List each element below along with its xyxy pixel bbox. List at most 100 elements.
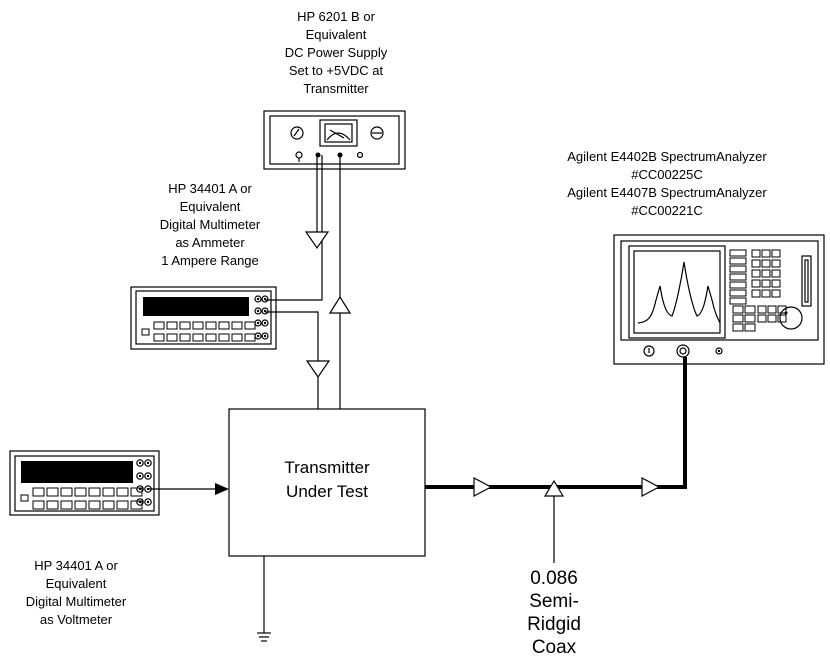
- sa-key: [771, 279, 781, 288]
- sa-numkey: [732, 314, 744, 323]
- jack-icon: [136, 472, 144, 480]
- right-triangle-marker-icon: [473, 477, 493, 497]
- spectrum-analyzer-screen: [628, 245, 726, 339]
- jack-icon: [136, 459, 144, 467]
- jack-icon: [261, 307, 269, 315]
- ammeter-button: [153, 333, 165, 342]
- power-supply-label-line-5: Transmitter: [303, 81, 369, 96]
- sa-key: [767, 314, 777, 323]
- sa-softkey: [729, 297, 747, 305]
- power-supply-terminal-1: [315, 152, 321, 158]
- jack-pin: [138, 474, 142, 478]
- transmitter-label-line-2: Under Test: [286, 482, 368, 501]
- jack-pin: [256, 297, 260, 301]
- jack-pin: [138, 461, 142, 465]
- coax-label: 0.086 Semi- Ridgid Coax: [527, 568, 581, 658]
- jack-pin: [138, 500, 142, 504]
- down-triangle-marker-icon: [305, 360, 331, 379]
- power-supply-label: HP 6201 B or Equivalent DC Power Supply …: [285, 9, 388, 96]
- sa-key: [757, 305, 767, 314]
- coax-label-line-2: Semi-: [529, 591, 579, 612]
- sa-softkey: [729, 273, 747, 281]
- jack-icon: [261, 295, 269, 303]
- ammeter-small-button: [141, 328, 150, 336]
- jack-icon: [254, 295, 262, 303]
- ammeter-button: [231, 333, 243, 342]
- sa-softkey: [729, 265, 747, 273]
- jack-pin: [146, 500, 150, 504]
- jack-icon: [144, 459, 152, 467]
- up-triangle-marker-icon: [543, 479, 565, 497]
- ps-to-ammeter-lead-b: [265, 155, 323, 301]
- ammeter-button: [218, 333, 230, 342]
- voltmeter-label: HP 34401 A or Equivalent Digital Multime…: [26, 558, 127, 627]
- power-supply-label-line-2: Equivalent: [306, 27, 367, 42]
- coax-label-line-3: Ridgid: [527, 614, 581, 635]
- spectrum-analyzer-label-line-3: Agilent E4407B SpectrumAnalyzer: [567, 185, 767, 200]
- power-supply: [263, 110, 406, 170]
- spectrum-analyzer-label-line-4: #CC00221C: [631, 203, 703, 218]
- spectrum-analyzer-aux-connector: [715, 347, 723, 355]
- jack-pin: [256, 309, 260, 313]
- sa-key: [771, 249, 781, 258]
- jack-icon: [144, 472, 152, 480]
- transmitter-under-test: Transmitter Under Test: [228, 408, 426, 557]
- power-supply-dial-right-icon: [370, 126, 384, 140]
- voltmeter-button: [116, 500, 129, 510]
- sa-numkey: [744, 323, 756, 332]
- jack-icon: [144, 498, 152, 506]
- voltmeter-button: [32, 500, 45, 510]
- ammeter-jacks: [254, 295, 269, 340]
- sa-key: [757, 314, 767, 323]
- voltmeter-small-button: [20, 494, 29, 502]
- sa-numkey: [744, 314, 756, 323]
- ammeter-button: [192, 333, 204, 342]
- voltmeter-button: [46, 500, 59, 510]
- power-supply-terminal-3: [356, 151, 364, 159]
- voltmeter-button: [116, 487, 129, 497]
- spectrum-analyzer: [613, 234, 825, 365]
- ammeter-button: [231, 321, 243, 330]
- jack-pin: [138, 487, 142, 491]
- jack-icon: [261, 332, 269, 340]
- jack-icon: [254, 307, 262, 315]
- spectrum-analyzer-label-line-2: #CC00225C: [631, 167, 703, 182]
- sa-key: [771, 289, 781, 298]
- sa-softkey: [729, 257, 747, 265]
- ammeter-button: [166, 333, 178, 342]
- power-supply-dial-left-icon: [290, 126, 304, 140]
- ammeter-button: [244, 321, 256, 330]
- ammeter-button: [179, 333, 191, 342]
- spectrum-analyzer-knob-icon: [779, 306, 803, 330]
- sa-key: [761, 269, 771, 278]
- spectrum-trace-icon: [637, 261, 721, 324]
- voltmeter-button: [32, 487, 45, 497]
- ammeter-label-line-3: Digital Multimeter: [160, 217, 261, 232]
- transmitter-box: [228, 408, 426, 557]
- sa-numkey: [744, 305, 756, 314]
- ammeter-label-line-4: as Ammeter: [175, 235, 245, 250]
- power-supply-label-line-3: DC Power Supply: [285, 45, 388, 60]
- sa-key: [751, 259, 761, 268]
- voltmeter-label-line-1: HP 34401 A or: [34, 558, 118, 573]
- jack-pin: [146, 461, 150, 465]
- ammeter: [130, 286, 277, 350]
- voltmeter-button: [88, 500, 101, 510]
- spectrum-analyzer-keypad: [729, 249, 787, 332]
- spectrum-analyzer-power-icon: [643, 345, 655, 357]
- ammeter-label: HP 34401 A or Equivalent Digital Multime…: [160, 181, 261, 268]
- sa-softkey: [729, 289, 747, 297]
- sa-key: [761, 259, 771, 268]
- jack-icon: [254, 319, 262, 327]
- sa-softkey: [729, 281, 747, 289]
- power-supply-label-line-4: Set to +5VDC at: [289, 63, 384, 78]
- coax-cable: [425, 357, 687, 489]
- jack-icon: [261, 319, 269, 327]
- sa-numkey: [732, 305, 744, 314]
- spectrum-analyzer-label-line-1: Agilent E4402B SpectrumAnalyzer: [567, 149, 767, 164]
- down-triangle-marker-icon: [304, 231, 330, 250]
- sa-key: [751, 269, 761, 278]
- ammeter-button: [179, 321, 191, 330]
- ammeter-button: [205, 321, 217, 330]
